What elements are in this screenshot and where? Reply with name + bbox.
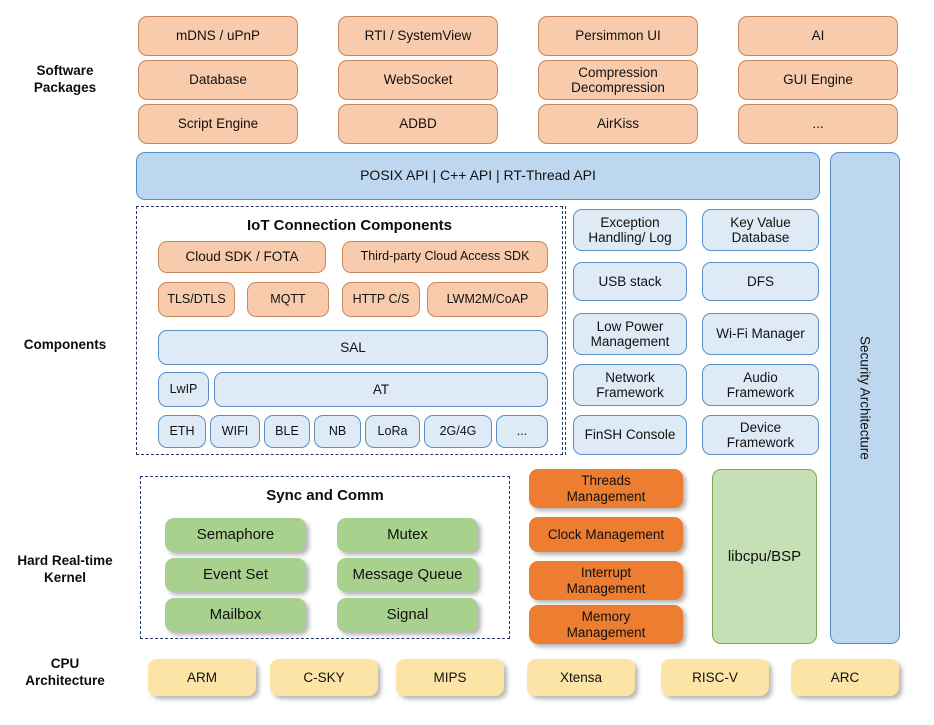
security-architecture-label: Security Architecture — [857, 336, 873, 460]
cpu-arch-box[interactable]: ARM — [148, 659, 256, 696]
package-box[interactable]: RTI / SystemView — [338, 16, 498, 56]
iot-protocol-box[interactable]: MQTT — [247, 282, 329, 317]
component-box[interactable]: FinSH Console — [573, 415, 687, 455]
package-box[interactable]: mDNS / uPnP — [138, 16, 298, 56]
kernel-sync-box[interactable]: Mailbox — [165, 598, 306, 632]
iot-connection-components-group: IoT Connection Components — [136, 206, 563, 455]
kernel-management-box[interactable]: Threads Management — [529, 469, 683, 508]
iot-link-box[interactable]: 2G/4G — [424, 415, 492, 448]
iot-sdk-box[interactable]: Cloud SDK / FOTA — [158, 241, 326, 273]
cpu-arch-box[interactable]: Xtensa — [527, 659, 635, 696]
package-box[interactable]: GUI Engine — [738, 60, 898, 100]
sync-and-comm-group: Sync and Comm — [140, 476, 510, 639]
iot-protocol-box[interactable]: HTTP C/S — [342, 282, 420, 317]
package-box[interactable]: AirKiss — [538, 104, 698, 144]
iot-sal-box[interactable]: SAL — [158, 330, 548, 365]
row-label-software-packages: Software Packages — [33, 63, 97, 95]
kernel-sync-box[interactable]: Event Set — [165, 558, 306, 592]
package-box[interactable]: WebSocket — [338, 60, 498, 100]
security-architecture-column[interactable]: Security Architecture — [830, 152, 900, 644]
components-grid-group — [565, 206, 821, 455]
component-box[interactable]: Low Power Management — [573, 313, 687, 355]
kernel-sync-box[interactable]: Message Queue — [337, 558, 478, 592]
package-box[interactable]: AI — [738, 16, 898, 56]
component-box[interactable]: Wi-Fi Manager — [702, 313, 819, 355]
cpu-arch-box[interactable]: MIPS — [396, 659, 504, 696]
package-box[interactable]: Compression Decompression — [538, 60, 698, 100]
package-box[interactable]: ... — [738, 104, 898, 144]
iot-at-box[interactable]: AT — [214, 372, 548, 407]
kernel-sync-box[interactable]: Mutex — [337, 518, 478, 552]
iot-link-box[interactable]: ETH — [158, 415, 206, 448]
component-box[interactable]: Device Framework — [702, 415, 819, 455]
iot-link-box[interactable]: WIFI — [210, 415, 260, 448]
iot-link-box[interactable]: NB — [314, 415, 361, 448]
iot-group-title: IoT Connection Components — [247, 217, 452, 234]
component-box[interactable]: USB stack — [573, 262, 687, 301]
component-box[interactable]: Audio Framework — [702, 364, 819, 406]
package-box[interactable]: Database — [138, 60, 298, 100]
iot-link-box[interactable]: LoRa — [365, 415, 420, 448]
row-label-cpu-architecture: CPU Architecture — [25, 656, 105, 688]
kernel-sync-box[interactable]: Signal — [337, 598, 478, 632]
package-box[interactable]: Persimmon UI — [538, 16, 698, 56]
row-label-components: Components — [23, 337, 107, 352]
cpu-arch-box[interactable]: C-SKY — [270, 659, 378, 696]
component-box[interactable]: Network Framework — [573, 364, 687, 406]
iot-lwip-box[interactable]: LwIP — [158, 372, 209, 407]
iot-link-box[interactable]: BLE — [264, 415, 310, 448]
component-box[interactable]: Exception Handling/ Log — [573, 209, 687, 251]
cpu-arch-box[interactable]: ARC — [791, 659, 899, 696]
component-box[interactable]: DFS — [702, 262, 819, 301]
kernel-management-box[interactable]: Memory Management — [529, 605, 683, 644]
cpu-arch-box[interactable]: RISC-V — [661, 659, 769, 696]
package-box[interactable]: Script Engine — [138, 104, 298, 144]
libcpu-bsp-box[interactable]: libcpu/BSP — [712, 469, 817, 644]
row-label-kernel: Hard Real-time Kernel — [17, 553, 113, 585]
kernel-management-box[interactable]: Interrupt Management — [529, 561, 683, 600]
package-box[interactable]: ADBD — [338, 104, 498, 144]
iot-sdk-box[interactable]: Third-party Cloud Access SDK — [342, 241, 548, 273]
api-bar[interactable]: POSIX API | C++ API | RT-Thread API — [136, 152, 820, 200]
component-box[interactable]: Key Value Database — [702, 209, 819, 251]
sync-and-comm-title: Sync and Comm — [266, 487, 384, 504]
iot-link-box[interactable]: ... — [496, 415, 548, 448]
iot-protocol-box[interactable]: LWM2M/CoAP — [427, 282, 548, 317]
kernel-sync-box[interactable]: Semaphore — [165, 518, 306, 552]
kernel-management-box[interactable]: Clock Management — [529, 517, 683, 552]
iot-protocol-box[interactable]: TLS/DTLS — [158, 282, 235, 317]
